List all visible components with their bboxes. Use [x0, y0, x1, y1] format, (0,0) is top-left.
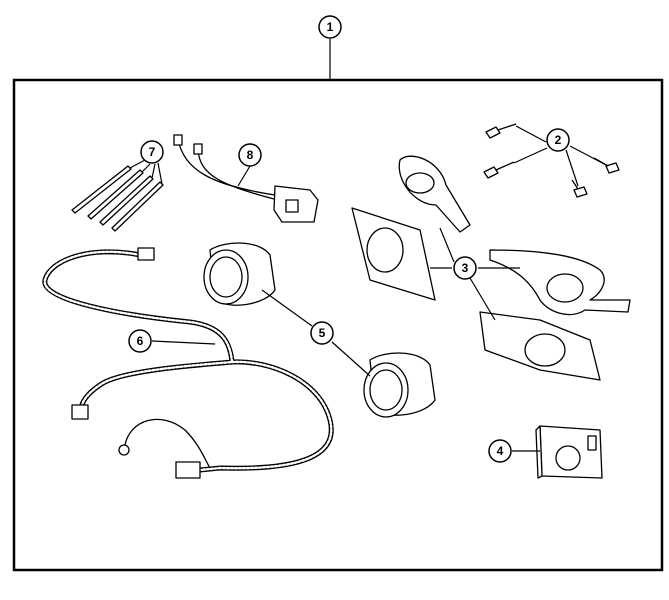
- screws: [483, 123, 620, 198]
- svg-text:6: 6: [137, 334, 144, 348]
- callout-1: 1: [318, 15, 342, 39]
- main-harness: [42, 247, 334, 479]
- callout-7: 7: [140, 140, 164, 164]
- callout-3: 3: [453, 256, 477, 280]
- fog-lamps: [203, 242, 436, 418]
- callout-5: 5: [310, 321, 334, 345]
- fog-lamp-bezels: [351, 155, 631, 381]
- svg-text:8: 8: [247, 148, 254, 162]
- svg-text:1: 1: [327, 20, 334, 34]
- callout-4: 4: [488, 439, 512, 463]
- fog-lamp-switch: [512, 425, 603, 479]
- svg-text:5: 5: [319, 326, 326, 340]
- kit-frame: [12, 78, 664, 572]
- leader-lines-7: [129, 159, 163, 185]
- jumper-harness: [173, 134, 319, 223]
- callout-6: 6: [128, 329, 152, 353]
- svg-text:3: 3: [462, 261, 469, 275]
- svg-text:2: 2: [555, 133, 562, 147]
- callout-8: 8: [238, 143, 262, 167]
- svg-text:7: 7: [149, 145, 156, 159]
- svg-text:4: 4: [497, 444, 504, 458]
- callout-2: 2: [546, 128, 570, 152]
- cable-ties: [71, 165, 164, 232]
